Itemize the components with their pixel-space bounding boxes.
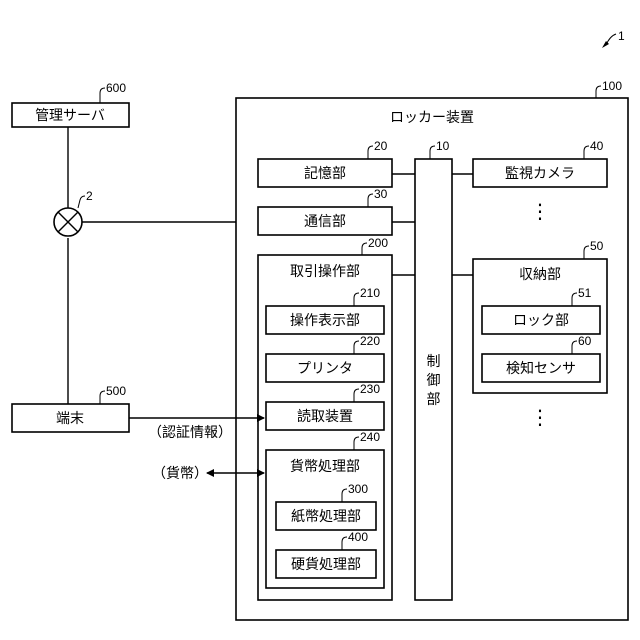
terminal-ref-leader — [100, 391, 105, 404]
bill-processing-label: 紙幣処理部 — [291, 508, 361, 524]
transaction-operation-ref: 200 — [368, 236, 388, 250]
figure-reference: 1 — [602, 29, 625, 48]
terminal-label: 端末 — [56, 410, 84, 426]
printer-ref: 220 — [360, 334, 380, 348]
locker-device-ref-leader — [596, 86, 601, 98]
terminal-ref: 500 — [106, 384, 126, 398]
coin-processing-ref: 400 — [348, 530, 368, 544]
storage-compartment-label: 収納部 — [519, 266, 561, 282]
bill-processing-ref: 300 — [348, 482, 368, 496]
monitoring-camera-label: 監視カメラ — [505, 165, 575, 181]
camera-ellipsis: ⋮ — [530, 201, 550, 223]
lock-unit-label: ロック部 — [513, 312, 569, 328]
detection-sensor-label: 検知センサ — [506, 360, 576, 376]
management-server: 管理サーバ 600 — [12, 81, 129, 127]
transaction-operation-label: 取引操作部 — [290, 263, 360, 279]
printer-label: プリンタ — [297, 360, 353, 376]
communication-unit-ref: 30 — [374, 187, 388, 201]
storage-unit-label: 記憶部 — [304, 165, 346, 181]
terminal: 端末 500 — [12, 384, 129, 432]
operation-display-ref: 210 — [360, 286, 380, 300]
communication-unit-label: 通信部 — [304, 213, 346, 229]
locker-device-ref: 100 — [602, 79, 622, 93]
transaction-operation: 取引操作部 200 操作表示部 210 プリンタ 220 読取装置 230 貨幣… — [258, 236, 392, 600]
management-server-ref: 600 — [106, 81, 126, 95]
monitoring-camera-ref: 40 — [590, 139, 604, 153]
figure-ref-number: 1 — [618, 29, 625, 43]
controller-unit-ref: 10 — [436, 139, 450, 153]
storage-compartment: 収納部 50 ロック部 51 検知センサ 60 — [473, 239, 607, 393]
reader-ref: 230 — [360, 382, 380, 396]
auth-info-label: （認証情報） — [148, 424, 232, 440]
network-hub-ref-leader — [78, 196, 85, 208]
controller-char-3: 部 — [427, 391, 441, 407]
controller-unit: 制 御 部 10 — [415, 139, 452, 600]
lock-unit-ref: 51 — [578, 286, 592, 300]
operation-display-label: 操作表示部 — [290, 312, 360, 328]
currency-processing-label: 貨幣処理部 — [290, 458, 360, 474]
controller-char-2: 御 — [427, 372, 441, 388]
network-hub: 2 — [54, 189, 93, 236]
currency-processing-ref: 240 — [360, 430, 380, 444]
reader-label: 読取装置 — [297, 408, 353, 424]
currency-label: （貨幣） — [152, 465, 208, 481]
storage-unit-ref: 20 — [374, 139, 388, 153]
detection-sensor-ref: 60 — [578, 334, 592, 348]
storage-ellipsis: ⋮ — [530, 407, 550, 429]
storage-compartment-ref: 50 — [590, 239, 604, 253]
network-hub-ref: 2 — [86, 189, 93, 203]
coin-processing-label: 硬貨処理部 — [291, 556, 361, 572]
controller-char-1: 制 — [427, 353, 441, 369]
locker-device-label: ロッカー装置 — [390, 109, 474, 125]
management-server-ref-leader — [100, 88, 105, 103]
management-server-label: 管理サーバ — [35, 107, 105, 123]
